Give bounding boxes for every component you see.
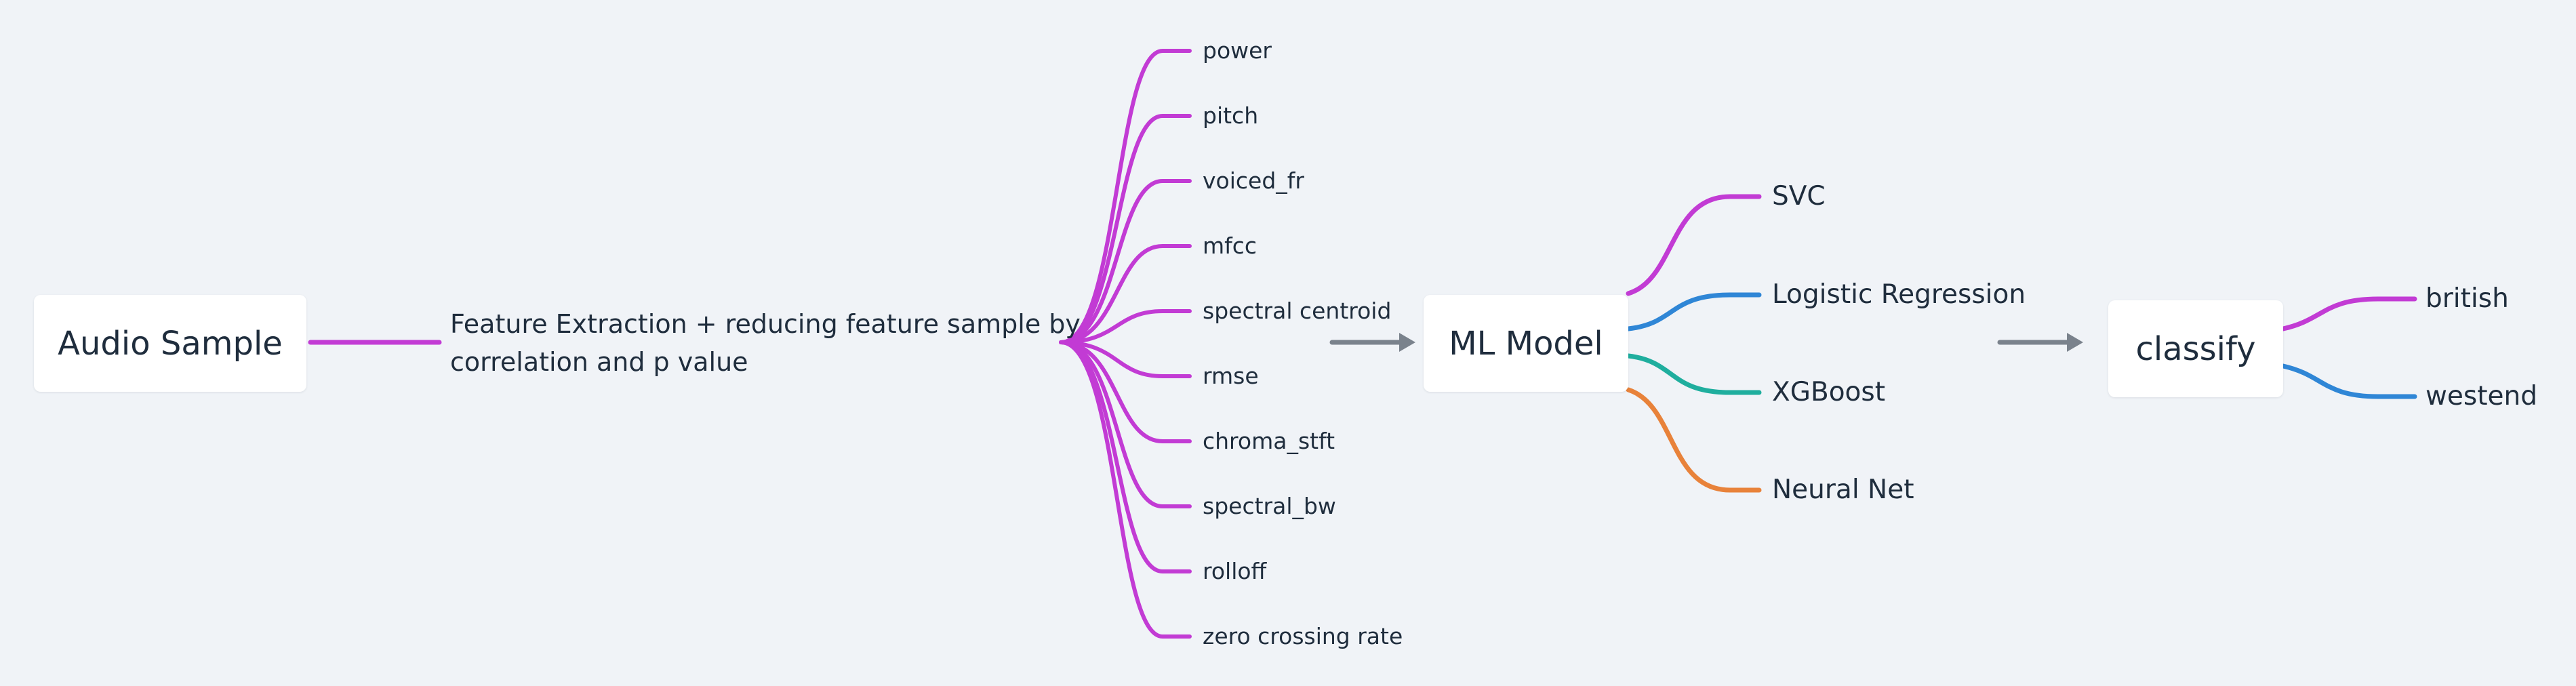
class-connector-line [2280,296,2417,331]
feature-item[interactable]: rmse [1203,363,1259,389]
class-item[interactable]: westend [2426,381,2537,411]
feature-connector-line [1059,179,1192,344]
model-item[interactable]: Neural Net [1772,475,1914,505]
feature-item[interactable]: voiced_fr [1203,167,1304,194]
model-connector-line [1626,353,1762,395]
feature-extraction-label[interactable]: Feature Extraction + reducing feature sa… [450,309,1081,377]
feature-connector-line [1059,340,1192,639]
model-item[interactable]: SVC [1772,181,1826,211]
connector-lines [308,49,2417,639]
feature-connector-line [1059,114,1192,344]
model-connector-line [1626,387,1762,493]
feature-connector-line [1059,244,1192,344]
feature-connector-line [1059,309,1192,344]
audio-sample-label: Audio Sample [58,324,283,363]
feature-item[interactable]: pitch [1203,102,1259,129]
model-connector-line [1626,292,1762,331]
arrow-to-classify [1997,333,2083,352]
feature-item[interactable]: spectral_bw [1203,493,1336,519]
class-connector-line [2280,363,2417,399]
feature-item[interactable]: rolloff [1203,558,1267,584]
feature-item[interactable]: spectral centroid [1203,298,1392,324]
feature-connector-line [1059,340,1192,378]
model-item[interactable]: Logistic Regression [1772,279,2026,310]
feature-item[interactable]: mfcc [1203,233,1257,259]
feature-connector-line [1059,340,1192,443]
feature-item[interactable]: chroma_stft [1203,428,1335,454]
audio-sample-node[interactable]: Audio Sample [34,295,306,392]
classify-node[interactable]: classify [2108,300,2283,397]
ml-model-label: ML Model [1449,324,1603,363]
arrow-to-ml-model [1329,333,1415,352]
ml-model-node[interactable]: ML Model [1424,295,1628,392]
classify-label: classify [2135,329,2256,368]
model-connector-line [1626,194,1762,296]
feature-item[interactable]: zero crossing rate [1203,623,1403,649]
feature-connector-line [1059,340,1192,508]
feature-connector-line [1059,49,1192,344]
model-item[interactable]: XGBoost [1772,377,1886,407]
class-item[interactable]: british [2426,283,2509,314]
feature-item[interactable]: power [1203,37,1272,64]
